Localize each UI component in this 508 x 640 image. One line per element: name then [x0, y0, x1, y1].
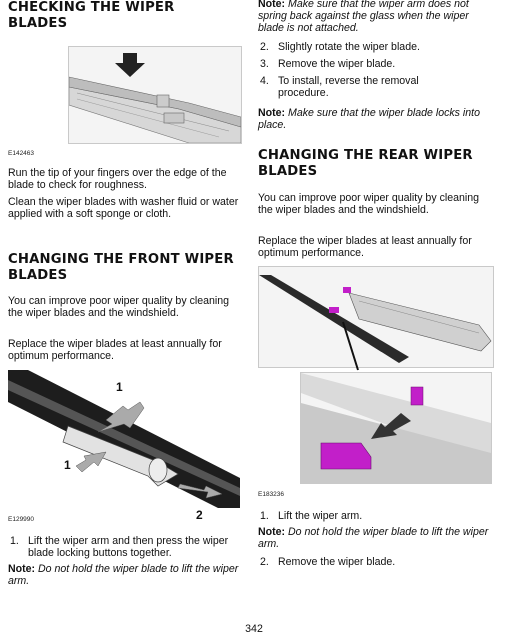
steps-list: 1. Lift the wiper arm. [258, 510, 494, 522]
step-text: Remove the wiper blade. [278, 556, 396, 568]
page-number: 342 [245, 623, 263, 635]
note: Note: Do not hold the wiper blade to lif… [258, 526, 494, 550]
down-arrow-icon [115, 53, 145, 77]
figure-front-wiper: 1 1 2 [8, 366, 240, 522]
arrow-icon [177, 483, 223, 499]
steps-list: 1. Lift the wiper arm and then press the… [8, 535, 240, 559]
note-text: Do not hold the wiper blade to lift the … [8, 563, 239, 587]
list-item: 4. To install, reverse the removal proce… [258, 75, 448, 99]
step-text: Remove the wiper blade. [278, 58, 396, 70]
note-text: Make sure that the wiper blade locks int… [258, 107, 480, 131]
note-label: Note: [258, 0, 286, 10]
step-number: 2. [260, 556, 269, 568]
note-label: Note: [258, 107, 286, 119]
heading-changing-front-wiper-blades: CHANGING THE FRONT WIPER BLADES [8, 252, 234, 283]
step-number: 3. [260, 58, 269, 70]
note-label: Note: [258, 526, 286, 538]
callout-number: 1 [116, 380, 123, 394]
note-label: Note: [8, 563, 36, 575]
list-item: 1. Lift the wiper arm. [258, 510, 494, 522]
step-number: 2. [260, 41, 269, 53]
step-text: Lift the wiper arm and then press the wi… [28, 535, 229, 559]
callout-number: 2 [196, 508, 203, 522]
list-item: 3. Remove the wiper blade. [258, 58, 494, 70]
paragraph: You can improve poor wiper quality by cl… [8, 295, 230, 319]
callout-number: 1 [64, 458, 71, 472]
wiper-blade-illustration [68, 53, 242, 144]
step-number: 4. [260, 75, 269, 87]
list-item: 2. Remove the wiper blade. [258, 556, 494, 568]
front-wiper-illustration [8, 370, 240, 508]
note-text: Make sure that the wiper arm does not sp… [258, 0, 469, 34]
paragraph: Run the tip of your fingers over the edg… [8, 167, 227, 191]
note: Note: Make sure that the wiper blade loc… [258, 107, 494, 131]
step-number: 1. [10, 535, 19, 547]
rear-wiper-illustration [259, 275, 492, 363]
figure-code: E142463 [8, 150, 35, 157]
arrow-icon [75, 451, 107, 473]
note-text: Do not hold the wiper blade to lift the … [258, 526, 489, 550]
paragraph: You can improve poor wiper quality by cl… [258, 192, 480, 216]
step-text: Lift the wiper arm. [278, 510, 363, 522]
note: Note: Do not hold the wiper blade to lif… [8, 563, 240, 587]
heading-checking-wiper-blades: CHECKING THE WIPER BLADES [8, 0, 175, 31]
heading-changing-rear-wiper-blades: CHANGING THE REAR WIPER BLADES [258, 148, 473, 179]
list-item: 2. Slightly rotate the wiper blade. [258, 41, 494, 53]
step-text: To install, reverse the removal procedur… [278, 75, 419, 99]
steps-list: 2. Remove the wiper blade. [258, 556, 494, 568]
list-item: 1. Lift the wiper arm and then press the… [8, 535, 240, 559]
paragraph: Replace the wiper blades at least annual… [8, 338, 222, 362]
step-number: 1. [260, 510, 269, 522]
note: Note: Make sure that the wiper arm does … [258, 0, 494, 34]
figure-rear-blade-overview [258, 266, 494, 368]
figure-checking-blade [68, 46, 242, 144]
steps-list: 2. Slightly rotate the wiper blade. 3. R… [258, 41, 494, 99]
arrow-icon [97, 401, 145, 433]
figure-code: E183236 [258, 491, 285, 498]
figure-rear-clip-detail [300, 372, 492, 484]
figure-rear-wiper [258, 266, 494, 488]
paragraph: Replace the wiper blades at least annual… [258, 235, 472, 259]
paragraph: Clean the wiper blades with washer fluid… [8, 196, 239, 220]
step-text: Slightly rotate the wiper blade. [278, 41, 420, 53]
clip-detail-illustration [301, 373, 491, 483]
figure-code: E129990 [8, 516, 35, 523]
arrow-icon [371, 413, 411, 439]
